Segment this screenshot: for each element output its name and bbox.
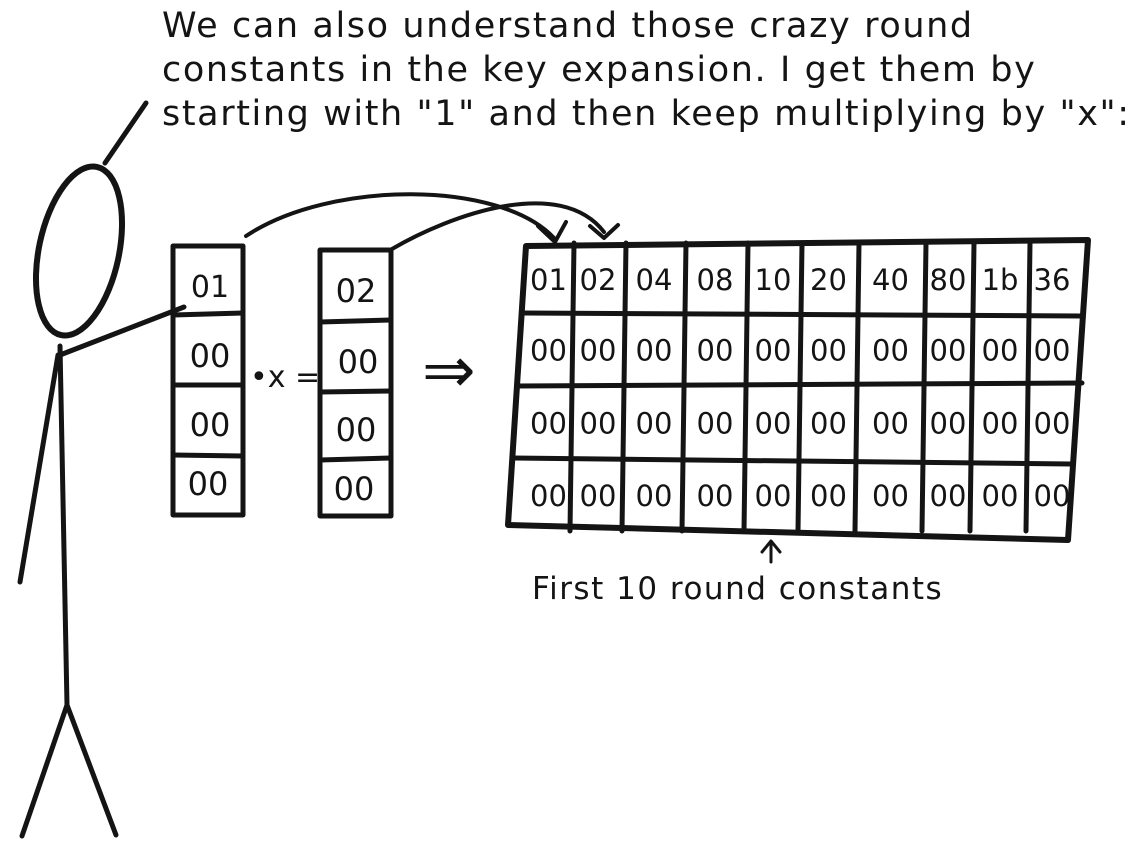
round-constants-label: First 10 round constants xyxy=(532,571,943,607)
column-one-cell: 00 xyxy=(190,337,231,375)
column-two-cell: 00 xyxy=(336,411,377,449)
matrix-cell: 00 xyxy=(982,479,1019,513)
matrix-cell: 00 xyxy=(1034,479,1071,513)
round-constants-matrix: 01 02 04 08 10 20 40 80 1b 36 00 00 00 00 00 00 00 00 00 00… xyxy=(505,237,1091,543)
caption-line-3: starting with "1" and then keep multiply… xyxy=(162,94,1131,134)
column-two-cell: 02 xyxy=(336,272,377,310)
matrix-cell: 40 xyxy=(872,263,909,297)
matrix-cell: 00 xyxy=(530,479,567,513)
matrix-cell: 36 xyxy=(1034,263,1071,297)
matrix-column-divider xyxy=(919,240,929,534)
matrix-column-divider xyxy=(567,240,577,534)
matrix-cell: 00 xyxy=(872,407,909,441)
matrix-cell: 00 xyxy=(755,334,792,368)
matrix-cell: 01 xyxy=(530,263,567,297)
matrix-cell: 1b xyxy=(982,263,1019,297)
arrowhead-icon xyxy=(760,539,782,554)
matrix-cell: 00 xyxy=(530,407,567,441)
caption-line-2: constants in the key expansion. I get th… xyxy=(162,50,1037,90)
matrix-cell: 00 xyxy=(636,407,673,441)
column-two-divider xyxy=(317,317,394,325)
column-two-frame xyxy=(317,247,394,519)
column-one-divider xyxy=(170,310,246,318)
stick-figure xyxy=(17,163,187,839)
matrix-cell: 00 xyxy=(636,479,673,513)
matrix-cell: 00 xyxy=(697,479,734,513)
figure-left-arm xyxy=(17,352,61,585)
matrix-cell: 00 xyxy=(755,479,792,513)
implies-arrow: ⇒ xyxy=(422,334,476,408)
column-one-frame xyxy=(170,243,246,518)
matrix-cell: 00 xyxy=(810,407,847,441)
matrix-cell: 00 xyxy=(930,334,967,368)
arrowhead-icon xyxy=(536,220,568,244)
figure-body xyxy=(57,343,70,708)
speech-tail xyxy=(102,100,149,166)
matrix-column-divider xyxy=(679,240,689,534)
matrix-cell: 02 xyxy=(580,263,617,297)
arrowhead-icon xyxy=(588,223,620,240)
matrix-cell: 00 xyxy=(982,334,1019,368)
figure-left-leg xyxy=(19,702,70,839)
matrix-cell: 04 xyxy=(636,263,673,297)
matrix-cell: 00 xyxy=(580,479,617,513)
matrix-column-divider xyxy=(619,240,629,534)
matrix-column-divider xyxy=(741,240,751,534)
speech-caption: We can also understand those crazy round… xyxy=(162,4,1131,136)
matrix-column-divider xyxy=(852,240,862,534)
matrix-column-divider xyxy=(967,240,977,534)
matrix-cell: 00 xyxy=(810,334,847,368)
matrix-row-divider xyxy=(510,455,1073,467)
curved-arrow-from-column-two xyxy=(390,201,606,251)
column-one-cell: 00 xyxy=(190,406,231,444)
matrix-column-divider xyxy=(795,240,805,534)
column-two-divider xyxy=(317,455,394,463)
caption-line-1: We can also understand those crazy round xyxy=(162,6,974,46)
matrix-cell: 20 xyxy=(810,263,847,297)
column-one-divider xyxy=(170,452,246,459)
column-one-cell: 01 xyxy=(191,270,229,305)
matrix-cell: 00 xyxy=(530,334,567,368)
matrix-cell: 00 xyxy=(930,407,967,441)
matrix-cell: 10 xyxy=(755,263,792,297)
diagram-canvas: 01 00 00 00 •x = 02 00 00 00 ⇒ xyxy=(17,100,1091,839)
matrix-cell: 80 xyxy=(930,263,967,297)
matrix-cell: 00 xyxy=(872,479,909,513)
matrix-cell: 00 xyxy=(755,407,792,441)
matrix-cell: 00 xyxy=(1034,407,1071,441)
figure-right-leg xyxy=(64,702,119,838)
column-one-cell: 00 xyxy=(188,465,229,503)
curved-arrow-from-column-one xyxy=(244,192,556,240)
matrix-cell: 08 xyxy=(697,263,734,297)
matrix-cell: 00 xyxy=(982,407,1019,441)
comic-panel: We can also understand those crazy round… xyxy=(17,4,1131,839)
column-two-cell: 00 xyxy=(334,470,375,508)
column-two: 02 00 00 00 xyxy=(317,247,394,519)
column-one: 01 00 00 00 xyxy=(170,243,246,518)
column-two-cell: 00 xyxy=(338,343,379,381)
matrix-cell: 00 xyxy=(636,334,673,368)
matrix-cell: 00 xyxy=(697,334,734,368)
figure-head xyxy=(32,163,126,339)
multiply-by-x-equals: •x = xyxy=(250,360,320,395)
matrix-cell: 00 xyxy=(872,334,909,368)
matrix-cell: 00 xyxy=(1034,334,1071,368)
matrix-cell: 00 xyxy=(697,407,734,441)
matrix-cell: 00 xyxy=(580,334,617,368)
column-two-divider xyxy=(317,388,394,395)
matrix-cell: 00 xyxy=(580,407,617,441)
figure-right-arm xyxy=(57,304,187,358)
matrix-cell: 00 xyxy=(810,479,847,513)
matrix-cell: 00 xyxy=(930,479,967,513)
matrix-column-divider xyxy=(1023,240,1033,534)
matrix-frame xyxy=(505,237,1091,543)
